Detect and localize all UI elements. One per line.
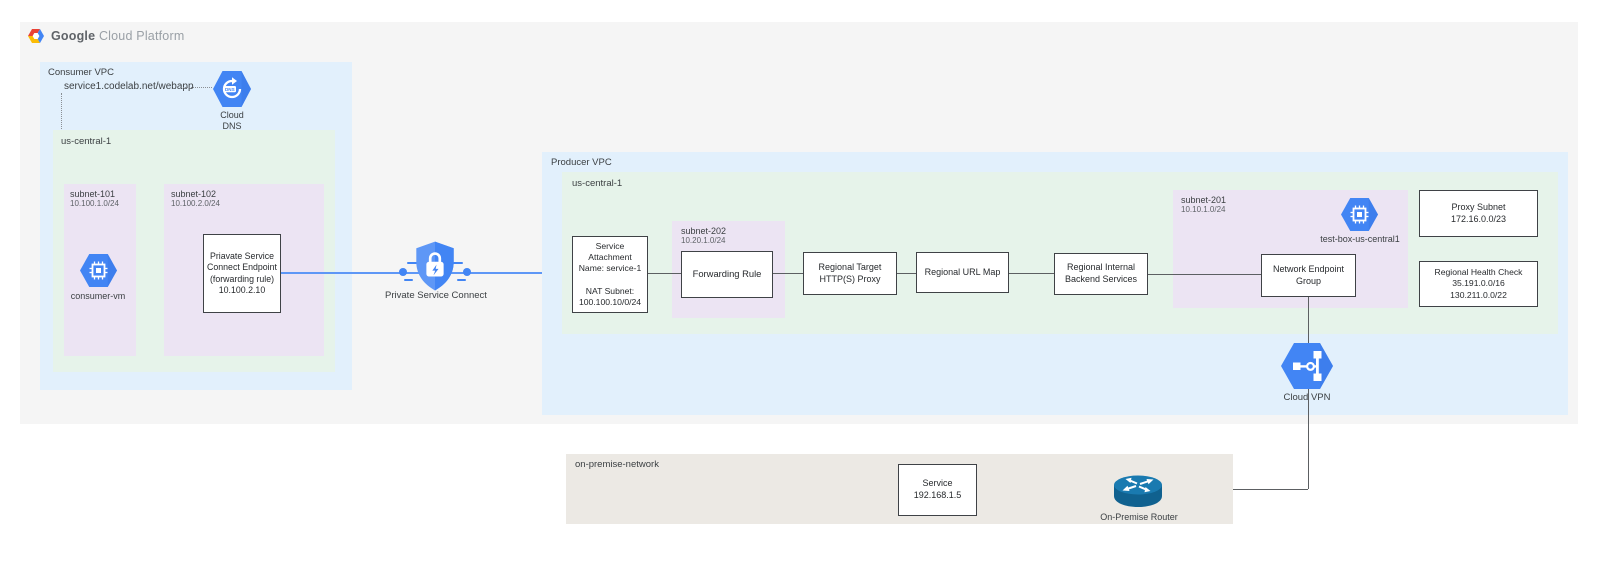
cloud-dns-icon: DNS — [213, 71, 251, 112]
test-box-icon — [1341, 198, 1378, 236]
psc-dash-2 — [404, 279, 413, 281]
subnet-202-name: subnet-202 — [681, 226, 727, 236]
subnet-101-cidr: 10.100.1.0/24 — [70, 199, 119, 208]
psc-dash-1 — [407, 262, 419, 264]
dns-dotted-line-horizontal — [180, 87, 212, 88]
service-attachment-box: Service Attachment Name: service-1 NAT S… — [572, 236, 648, 313]
consumer-region-label: us-central-1 — [61, 136, 112, 147]
regional-health-check-box: Regional Health Check 35.191.0.0/16 130.… — [1419, 261, 1538, 307]
connector-neg-to-vpn-vertical — [1308, 297, 1309, 489]
cloud-vpn-label: Cloud VPN — [1283, 392, 1331, 403]
network-endpoint-group-box: Network Endpoint Group — [1261, 254, 1356, 297]
proxy-subnet-box: Proxy Subnet 172.16.0.0/23 — [1419, 190, 1538, 237]
subnet-201-label: subnet-201 10.10.1.0/24 — [1181, 195, 1226, 214]
brand-cloud-platform: Cloud Platform — [98, 29, 185, 43]
psc-right-dot — [463, 268, 471, 276]
subnet-102-label: subnet-102 10.100.2.0/24 — [171, 189, 220, 208]
subnet-102-cidr: 10.100.2.0/24 — [171, 199, 220, 208]
subnet-102-name: subnet-102 — [171, 189, 217, 199]
on-premise-router-label: On-Premise Router — [1100, 512, 1178, 522]
psc-dash-4 — [457, 279, 466, 281]
connector-urlmap-to-backend — [1009, 273, 1054, 274]
producer-vpc-label: Producer VPC — [551, 157, 612, 168]
consumer-vpc-label: Consumer VPC — [48, 67, 114, 78]
brand-google: Google — [51, 29, 96, 43]
cloud-dns-label: Cloud DNS — [220, 110, 244, 132]
connector-attachment-to-rule — [648, 273, 681, 274]
connector-backend-to-neg — [1148, 274, 1261, 275]
consumer-vm-label: consumer-vm — [70, 291, 126, 301]
gcp-logo-icon — [28, 29, 44, 43]
subnet-201-cidr: 10.10.1.0/24 — [1181, 205, 1226, 214]
on-premise-router-icon — [1112, 472, 1164, 514]
brand-text: Google Cloud Platform — [51, 29, 184, 43]
connector-proxy-to-urlmap — [897, 273, 916, 274]
dns-record-text: service1.codelab.net/webapp — [64, 81, 194, 92]
on-premise-label: on-premise-network — [575, 459, 659, 470]
on-premise-service-box: Service 192.168.1.5 — [898, 464, 977, 516]
psc-endpoint-box: Priavate Service Connect Endpoint (forwa… — [203, 234, 281, 313]
subnet-202-label: subnet-202 10.20.1.0/24 — [681, 226, 726, 245]
connector-router-to-vpn-horizontal — [1162, 489, 1308, 490]
psc-label: Private Service Connect — [385, 290, 487, 301]
gcp-header: Google Cloud Platform — [28, 29, 184, 43]
subnet-101-name: subnet-101 — [70, 189, 116, 199]
subnet-201-name: subnet-201 — [1181, 195, 1227, 205]
subnet-101-label: subnet-101 10.100.1.0/24 — [70, 189, 119, 208]
psc-shield-icon — [412, 240, 458, 297]
svg-text:DNS: DNS — [225, 87, 235, 92]
subnet-202-cidr: 10.20.1.0/24 — [681, 236, 726, 245]
producer-region-label: us-central-1 — [572, 178, 623, 189]
connector-rule-to-proxy — [773, 273, 803, 274]
regional-target-proxy-box: Regional Target HTTP(S) Proxy — [803, 252, 897, 295]
psc-dash-3 — [451, 262, 463, 264]
forwarding-rule-box: Forwarding Rule — [681, 251, 773, 298]
consumer-vm-icon — [80, 254, 117, 292]
cloud-vpn-icon — [1281, 343, 1333, 394]
test-box-label: test-box-us-central1 — [1320, 234, 1400, 244]
regional-backend-services-box: Regional Internal Backend Services — [1054, 253, 1148, 295]
regional-url-map-box: Regional URL Map — [916, 252, 1009, 293]
psc-left-dot — [399, 268, 407, 276]
